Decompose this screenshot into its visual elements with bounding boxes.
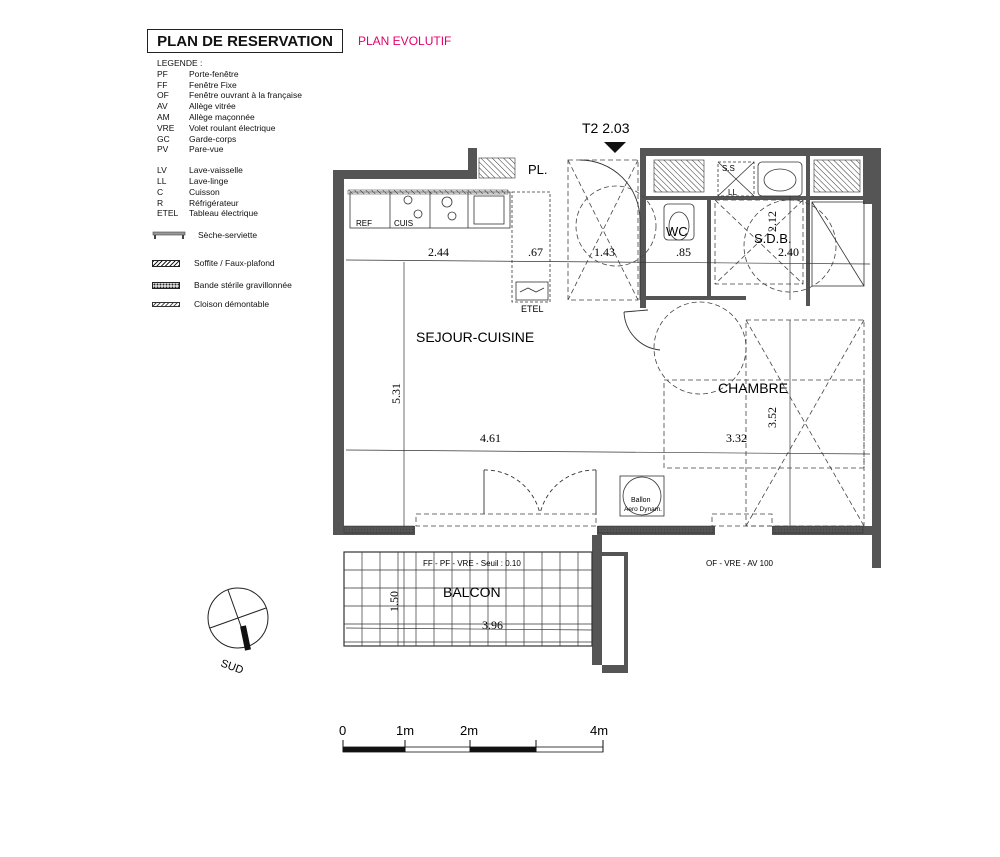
- doors: [483, 159, 661, 515]
- hatch-swatch-icon: [152, 259, 180, 267]
- dimension-values: 2.44 .67 1.43 .85 2.40 2.12 5.31 4.61 3.…: [387, 211, 799, 632]
- unit-label: T2 2.03: [582, 120, 630, 136]
- dim-143: 1.43: [594, 245, 615, 259]
- legend-soffite: Soffite / Faux-plafond: [152, 258, 275, 268]
- room-balcon: BALCON: [443, 584, 501, 600]
- dim-240: 2.40: [778, 245, 799, 259]
- balcony: [343, 551, 593, 647]
- label-window-chambre: OF - VRE - AV 100: [706, 559, 774, 568]
- room-pl: PL.: [528, 162, 548, 177]
- bathroom-fixtures: [663, 161, 865, 287]
- label-etel: ETEL: [521, 304, 544, 314]
- walls: [333, 148, 881, 673]
- legend-seche: Sèche-serviette: [152, 230, 257, 240]
- label-ss: S.S: [722, 164, 735, 173]
- dashed-zones: [415, 159, 865, 527]
- label-ballon2: Aero Dynam.: [624, 506, 662, 513]
- legend-cloison: Cloison démontable: [152, 299, 269, 309]
- scale-tick-2m: 2m: [460, 723, 478, 738]
- legend-heading: LEGENDE :: [157, 58, 203, 68]
- room-wc: WC: [666, 224, 688, 239]
- water-heater: [619, 475, 665, 517]
- dim-332: 3.32: [726, 431, 747, 445]
- scale-bar: 0 1m 2m 4m: [339, 723, 608, 753]
- dim-212: 2.12: [765, 211, 779, 232]
- dimension-lines: [345, 196, 871, 646]
- compass-label: SUD: [219, 658, 245, 677]
- label-cuis: CUIS: [394, 219, 413, 228]
- label-window-sejour: FF - PF - VRE - Seuil : 0.10: [423, 559, 521, 568]
- room-sdb: S.D.B.: [754, 231, 792, 246]
- dim-396: 3.96: [482, 618, 503, 632]
- entry-arrow-icon: [604, 142, 626, 153]
- dim-461: 4.61: [480, 431, 501, 445]
- partition-swatch-icon: [152, 301, 180, 307]
- dim-531: 5.31: [389, 383, 403, 404]
- sterile-strip: [343, 525, 864, 534]
- dim-085: .85: [676, 245, 691, 259]
- kitchen-counter: [349, 191, 551, 303]
- scale-tick-0: 0: [339, 723, 346, 738]
- compass-icon: SUD: [207, 587, 269, 677]
- towel-rail-icon: [152, 231, 186, 239]
- room-sejour: SEJOUR-CUISINE: [416, 329, 534, 345]
- legend-bande: Bande stérile gravillonnée: [152, 280, 292, 290]
- dim-352: 3.52: [765, 407, 779, 428]
- dim-244: 2.44: [428, 245, 449, 259]
- room-chambre: CHAMBRE: [718, 380, 788, 396]
- dim-150: 1.50: [387, 591, 401, 612]
- label-ref: REF: [356, 219, 372, 228]
- label-ll: LL: [728, 188, 737, 197]
- scale-tick-4m: 4m: [590, 723, 608, 738]
- gravel-swatch-icon: [152, 281, 180, 289]
- plan-title: PLAN DE RESERVATION: [147, 29, 343, 53]
- label-ballon: Ballon: [631, 497, 651, 504]
- scale-tick-1m: 1m: [396, 723, 414, 738]
- dim-067: .67: [528, 245, 543, 259]
- plan-subtitle: PLAN EVOLUTIF: [358, 34, 452, 48]
